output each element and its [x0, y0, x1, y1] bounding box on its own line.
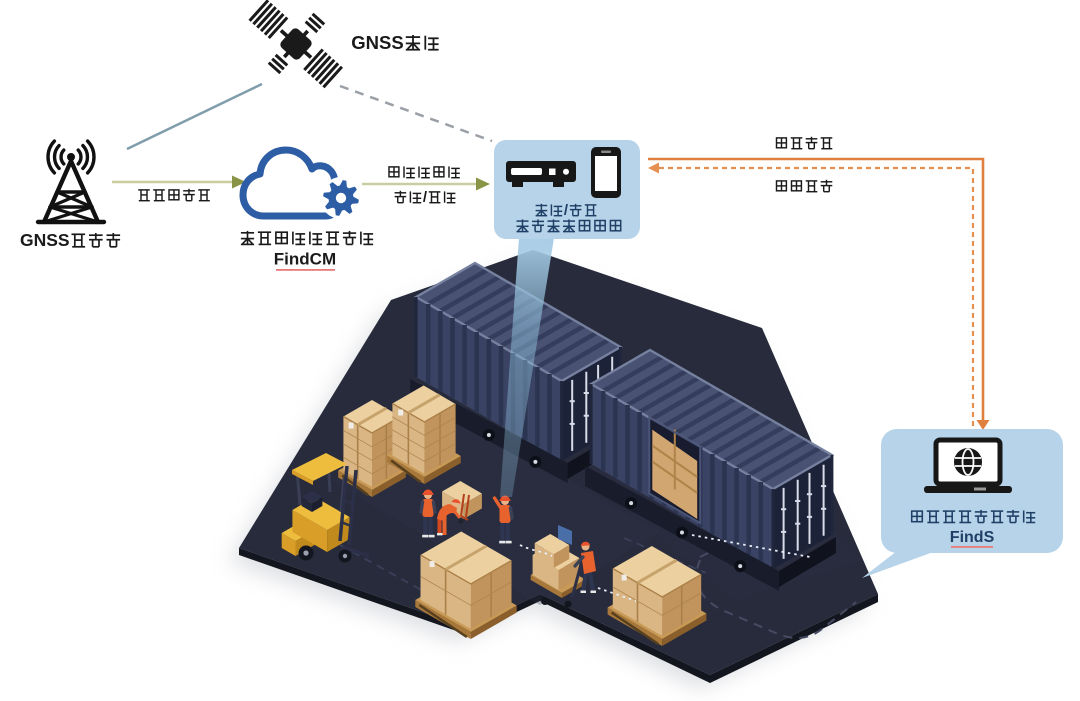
svg-text:GNSS: GNSS [351, 32, 403, 53]
svg-text:FindS: FindS [950, 529, 995, 546]
svg-text:/: / [564, 202, 569, 219]
svg-text:/: / [423, 189, 428, 206]
svg-text:GNSS: GNSS [20, 230, 70, 250]
svg-text:FindCM: FindCM [274, 250, 336, 269]
